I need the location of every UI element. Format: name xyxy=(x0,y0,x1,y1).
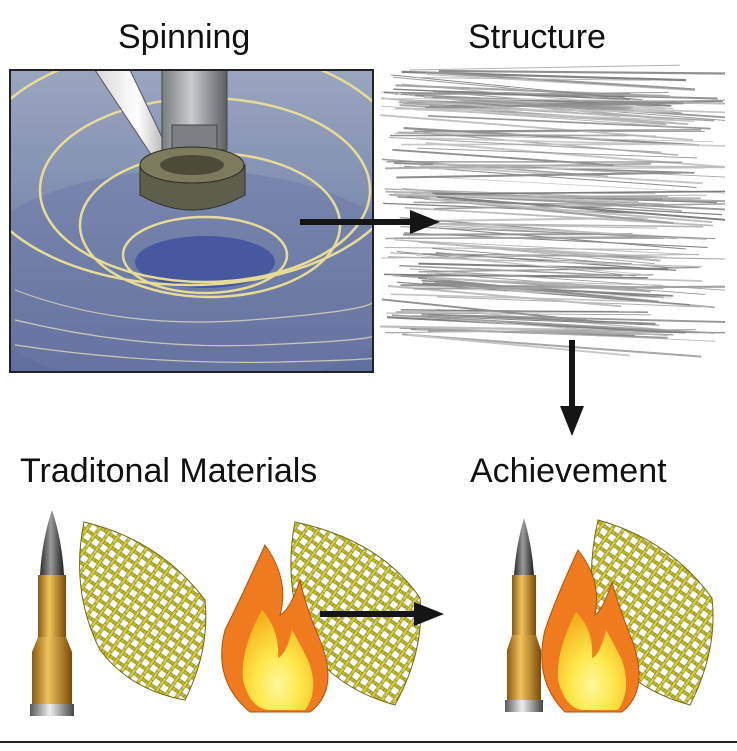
fiber-strand xyxy=(425,102,684,109)
fiber-strand xyxy=(404,165,697,188)
fiber-strand xyxy=(412,194,707,198)
bullet-icon xyxy=(505,518,543,712)
fiber-strand xyxy=(413,129,702,132)
fiber-strand xyxy=(396,171,682,179)
label-structure: Structure xyxy=(468,18,606,56)
bullet-icon xyxy=(30,510,74,716)
fiber-strand xyxy=(392,76,643,102)
fiber-strand xyxy=(426,278,662,286)
fiber-strand xyxy=(400,309,648,313)
fiber-strand xyxy=(394,107,671,113)
label-spinning: Spinning xyxy=(118,18,251,56)
fiber-strand xyxy=(427,313,656,325)
arrow-right-icon xyxy=(300,210,440,234)
fiber-strand xyxy=(426,287,672,299)
fiber-strand xyxy=(418,262,668,271)
fiber-strand xyxy=(394,132,656,137)
fiber-strand xyxy=(407,333,630,357)
fiber-strand xyxy=(401,333,702,358)
fiber-strand xyxy=(380,97,620,118)
mesh-fabric-icon xyxy=(79,521,207,701)
fiber-strand xyxy=(411,315,660,326)
flame-icon xyxy=(541,549,640,713)
fiber-strand xyxy=(429,197,713,224)
fiber-strand xyxy=(393,88,631,101)
fiber-strand xyxy=(415,137,726,147)
fiber-strand xyxy=(438,69,726,75)
fiber-strand xyxy=(401,274,654,277)
fiber-strand xyxy=(383,97,695,102)
bottom-rule xyxy=(0,741,737,743)
fiber-strand xyxy=(381,298,606,324)
fiber-strand xyxy=(390,222,704,228)
fiber-strand xyxy=(391,314,715,334)
fiber-strand xyxy=(400,226,716,240)
fiber-strand xyxy=(427,115,711,130)
fiber-strand xyxy=(436,308,699,334)
fiber-strand xyxy=(386,316,686,334)
fiber-strand xyxy=(435,190,726,195)
fiber-strand xyxy=(421,279,664,299)
fiber-strand xyxy=(432,176,726,194)
fiber-strand xyxy=(409,216,649,223)
fiber-strand xyxy=(435,96,726,119)
fiber-strand xyxy=(394,239,700,256)
fiber-strand xyxy=(392,223,678,240)
arrow-right-icon xyxy=(320,602,444,626)
fiber-strand xyxy=(381,253,699,259)
fiber-strand xyxy=(434,203,726,210)
flame-icon xyxy=(221,544,329,713)
label-achievement: Achievement xyxy=(470,452,667,490)
fiber-strand xyxy=(393,193,639,203)
fiber-strand xyxy=(417,147,698,159)
fiber-bundle-image xyxy=(380,64,726,358)
fiber-strand xyxy=(388,136,662,153)
fiber-strand xyxy=(429,167,705,170)
fiber-strand xyxy=(436,195,726,221)
fiber-strand xyxy=(427,74,695,91)
fiber-strand xyxy=(390,74,644,101)
fiber-strand xyxy=(406,91,669,96)
fiber-strand xyxy=(387,256,703,268)
arrow-down-icon xyxy=(560,340,584,436)
fiber-strand xyxy=(417,276,659,303)
fiber-strand xyxy=(397,130,705,133)
fiber-strand xyxy=(414,108,695,122)
fiber-strand xyxy=(425,71,696,91)
fiber-strand xyxy=(392,148,614,167)
label-traditional-materials: Traditonal Materials xyxy=(20,452,318,490)
fiber-strand xyxy=(425,142,726,168)
fiber-strand xyxy=(399,264,623,277)
fiber-strand xyxy=(437,317,668,337)
fiber-strand xyxy=(413,285,726,290)
fiber-strand xyxy=(416,77,652,81)
fiber-strand xyxy=(409,64,680,71)
spinning-apparatus-image xyxy=(10,70,373,372)
